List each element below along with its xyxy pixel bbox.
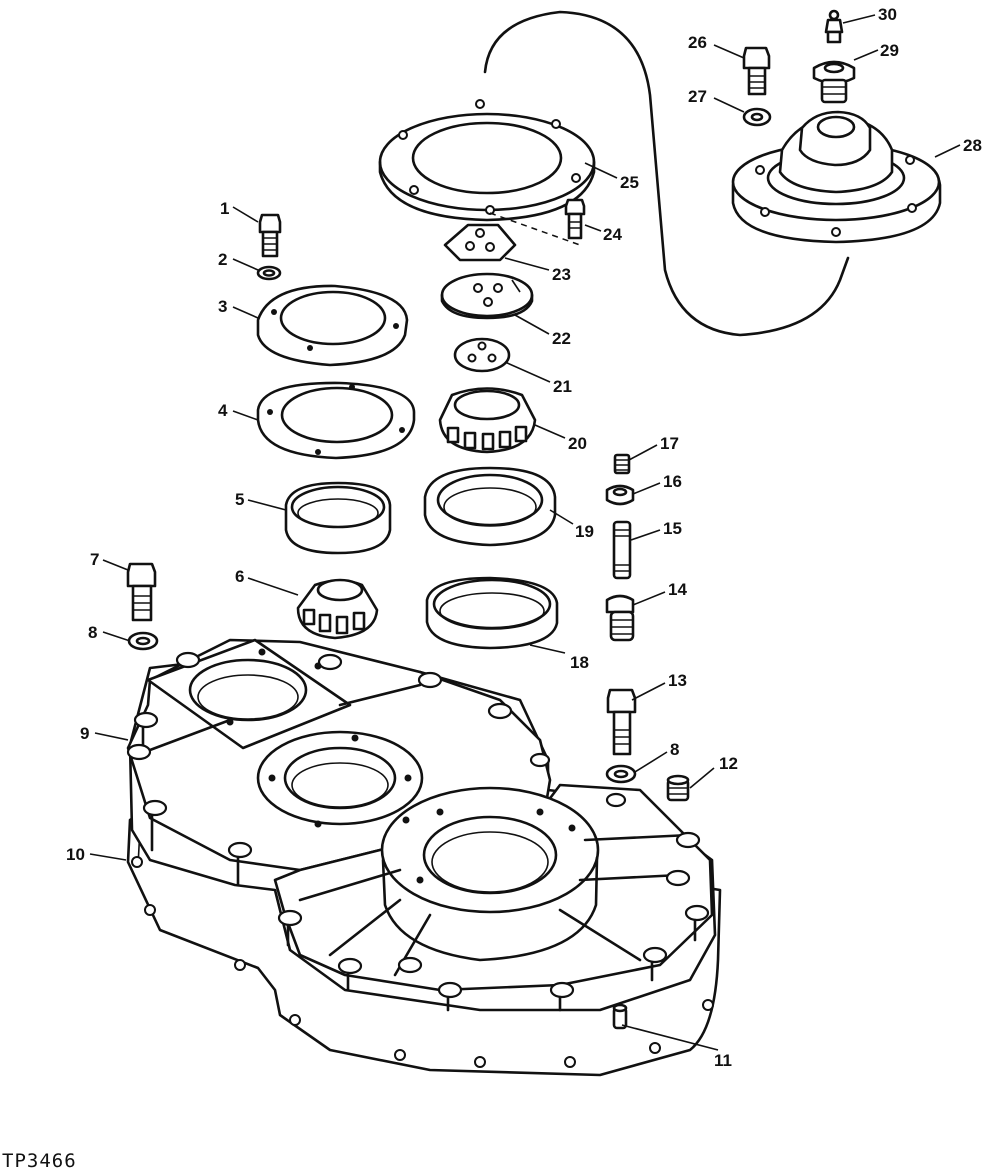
callout-7: 7 [90,550,99,569]
part-3-retainer-plate [256,284,409,367]
callout-24: 24 [603,225,622,244]
callout-8-left: 8 [88,623,97,642]
part-2-lockwasher [256,265,282,281]
part-11-dowel-pin [612,1003,628,1030]
callout-8-right: 8 [670,740,679,759]
callout-20: 20 [568,434,587,453]
callout-9: 9 [80,724,89,743]
callout-27: 27 [688,87,707,106]
part-20-bearing-cone [438,387,537,454]
part-16-nut [605,484,635,506]
part-26-capscrew [742,46,771,96]
part-18-bearing-cup [425,576,559,650]
callout-22: 22 [552,329,571,348]
part-24-capscrew [564,198,586,240]
leader-lines [89,14,961,1051]
callout-12: 12 [719,754,738,773]
callout-17: 17 [660,434,679,453]
callout-6: 6 [235,567,244,586]
part-7-capscrew [126,562,157,622]
part-14-fitting [605,594,635,642]
callout-1: 1 [220,199,229,218]
callout-4: 4 [218,401,228,420]
part-17-plug [613,453,631,475]
part-29-adapter [812,60,856,104]
part-13-capscrew [606,688,637,756]
callout-19: 19 [575,522,594,541]
callout-2: 2 [218,250,227,269]
part-30-grease-fitting [824,9,844,44]
callout-labels: 1 2 3 4 5 6 7 8 9 10 11 12 13 14 15 16 1… [66,5,982,1070]
callout-18: 18 [570,653,589,672]
figure-id-label: TP3466 [2,1150,77,1172]
callout-30: 30 [878,5,897,24]
part-23-lock-plate [443,212,581,262]
part-15-stud [612,520,632,580]
callout-13: 13 [668,671,687,690]
part-8-washer-left [127,631,159,651]
callout-16: 16 [663,472,682,491]
callout-21: 21 [553,377,572,396]
part-1-capscrew [258,213,282,258]
callout-5: 5 [235,490,244,509]
part-5-bearing-cup [284,481,392,555]
part-8-washer-right [605,764,637,784]
callout-29: 29 [880,41,899,60]
callout-23: 23 [552,265,571,284]
callout-26: 26 [688,33,707,52]
callout-14: 14 [668,580,687,599]
part-6-bearing-cone [296,578,379,640]
part-12-plug [666,774,690,802]
part-27-lockwasher [742,107,772,127]
callout-10: 10 [66,845,85,864]
part-21-washer [453,337,511,373]
part-28-hub-flange [483,10,942,337]
callout-25: 25 [620,173,639,192]
part-10-gasket [126,798,722,1077]
part-25-gasket [378,99,596,222]
callout-11: 11 [714,1051,732,1070]
part-19-bearing-cup [423,466,557,547]
part-22-shim-plate [440,272,534,320]
part-4-shim [256,381,416,460]
callout-28: 28 [963,136,982,155]
part-9-cover [126,638,717,1012]
callout-15: 15 [663,519,682,538]
callout-3: 3 [218,297,227,316]
